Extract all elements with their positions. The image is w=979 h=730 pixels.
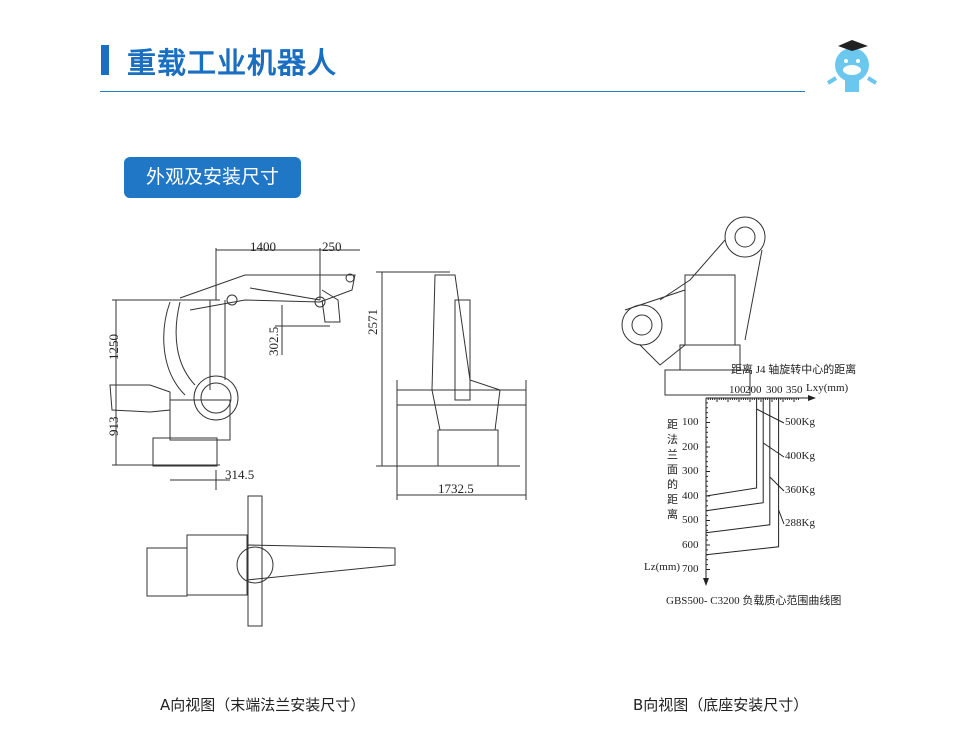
load-curve [705,398,780,556]
mascot-graduate-icon [826,40,878,92]
y-title-char: 离 [667,507,678,521]
page-title: 重载工业机器人 [127,46,338,80]
y-tick: 600 [682,539,699,551]
load-curve [705,398,771,534]
caption-b-view: B向视图（底座安装尺寸） [633,696,809,714]
dim-height-lower: 913 [106,417,121,437]
dim-width: 1732.5 [438,481,474,496]
load-chart [703,395,816,586]
x-tick: 200 [745,384,762,396]
side-view-drawing [109,248,360,490]
dim-base-offset: 314.5 [225,467,254,482]
y-tick: 700 [682,563,699,575]
y-tick: 400 [682,490,699,502]
y-title-char: 兰 [667,448,678,461]
y-tick: 200 [682,441,699,453]
dim-flange-drop: 302.5 [266,327,281,356]
y-axis-label: Lz(mm) [644,561,680,573]
base-view-drawing [621,216,766,396]
y-title-char: 的 [667,477,678,491]
chart-caption: GBS500- C3200 负载质心范围曲线图 [666,593,841,607]
curve-label-288: 288Kg [785,517,815,529]
section-heading-button: 外观及安装尺寸 [124,157,301,198]
curve-leader [762,442,785,458]
y-title-char: 法 [667,432,678,446]
top-view-drawing [146,495,396,627]
title-accent-bar [101,45,109,75]
load-curve [705,398,764,512]
x-axis-label: Lxy(mm) [806,382,848,394]
dim-reach: 1400 [250,239,276,254]
front-view-drawing [376,271,527,500]
title-divider [100,91,805,92]
curve-label-500: 500Kg [785,416,815,428]
curve-leader [778,509,785,525]
dim-offset: 250 [322,239,342,254]
load-curve [705,398,758,497]
curve-label-400: 400Kg [785,450,815,462]
x-tick: 300 [766,384,783,396]
curve-label-360: 360Kg [785,484,815,496]
curve-leader [769,476,785,492]
y-title-char: 距 [667,418,678,431]
caption-a-view: A向视图（末端法兰安装尺寸） [160,696,366,714]
dim-height: 2571 [365,309,380,335]
y-title-char: 面 [667,464,678,476]
y-tick: 500 [682,514,699,526]
y-tick: 100 [682,416,699,428]
dim-height-upper: 1250 [106,334,121,360]
y-title-char: 距 [667,493,678,506]
y-tick: 300 [682,465,699,477]
x-tick: 350 [786,384,803,396]
y-title: 距 法 兰 面 的 距 离 [667,418,678,521]
x-title: 距离 J4 轴旋转中心的距离 [731,362,856,376]
x-tick: 100 [729,384,746,396]
